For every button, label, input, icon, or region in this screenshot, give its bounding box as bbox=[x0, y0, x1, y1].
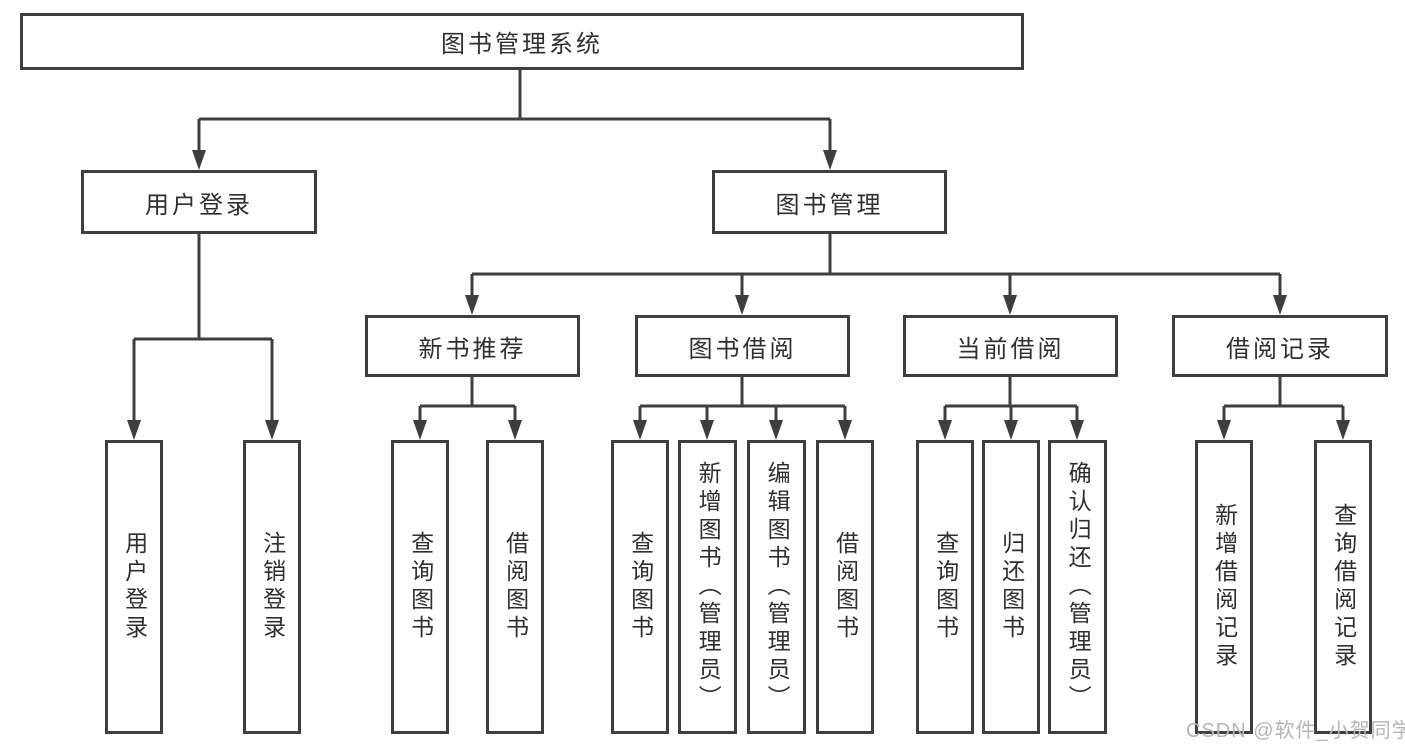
leaf-return-books: 归还图书 bbox=[982, 440, 1040, 734]
node-book-borrowing: 图书借阅 bbox=[635, 315, 850, 377]
node-new-book-recommendation: 新书推荐 bbox=[365, 315, 580, 377]
node-label: 查询图书 bbox=[932, 531, 959, 643]
leaf-query-books-borrow: 查询图书 bbox=[611, 440, 669, 734]
node-borrowing-records: 借阅记录 bbox=[1172, 315, 1388, 377]
leaf-add-borrow-record: 新增借阅记录 bbox=[1195, 440, 1253, 734]
leaf-add-book-admin: 新增图书（管理员） bbox=[678, 440, 737, 734]
node-label: 借阅图书 bbox=[502, 531, 529, 643]
node-label: 用户登录 bbox=[145, 191, 253, 219]
node-label: 新增借阅记录 bbox=[1211, 503, 1238, 671]
leaf-borrow-books: 借阅图书 bbox=[816, 440, 874, 734]
node-current-borrowing: 当前借阅 bbox=[903, 315, 1118, 377]
arrowheads bbox=[127, 150, 1350, 440]
node-label: 借阅记录 bbox=[1226, 335, 1334, 363]
edge-records-to-leaves bbox=[1222, 377, 1345, 422]
leaf-user-login: 用户登录 bbox=[105, 440, 163, 734]
node-label: 编辑图书（管理员） bbox=[764, 461, 791, 713]
node-label: 归还图书 bbox=[998, 531, 1025, 643]
node-label: 查询图书 bbox=[627, 531, 654, 643]
edge-bookmgmt-to-level2 bbox=[470, 234, 1282, 297]
leaf-logout: 注销登录 bbox=[243, 440, 301, 734]
node-label: 确认归还（管理员） bbox=[1065, 461, 1092, 713]
node-label: 查询借阅记录 bbox=[1330, 503, 1357, 671]
edge-newbooks-to-leaves bbox=[418, 377, 517, 422]
edge-userlogin-to-leaves bbox=[132, 234, 274, 422]
node-label: 注销登录 bbox=[259, 531, 286, 643]
node-label: 新增图书（管理员） bbox=[695, 461, 722, 713]
node-book-management: 图书管理 bbox=[712, 170, 947, 234]
leaf-borrow-books-recommend: 借阅图书 bbox=[486, 440, 544, 734]
node-label: 图书管理系统 bbox=[441, 31, 603, 58]
leaf-confirm-return-admin: 确认归还（管理员） bbox=[1048, 440, 1107, 734]
leaf-query-books-current: 查询图书 bbox=[916, 440, 974, 734]
leaf-edit-book-admin: 编辑图书（管理员） bbox=[747, 440, 806, 734]
leaf-query-borrow-record: 查询借阅记录 bbox=[1314, 440, 1372, 734]
node-label: 图书管理 bbox=[775, 191, 884, 219]
edge-root-to-level1 bbox=[197, 70, 832, 152]
node-label: 查询图书 bbox=[407, 531, 434, 643]
node-label: 当前借阅 bbox=[956, 335, 1065, 363]
node-label: 新书推荐 bbox=[418, 335, 527, 363]
node-label: 用户登录 bbox=[121, 531, 148, 643]
node-label: 图书借阅 bbox=[688, 335, 797, 363]
node-label: 借阅图书 bbox=[832, 531, 859, 643]
csdn-watermark: CSDN @软件_小贺同学 bbox=[1186, 720, 1405, 742]
leaf-query-books-recommend: 查询图书 bbox=[391, 440, 449, 734]
node-library-management-system: 图书管理系统 bbox=[20, 13, 1024, 70]
edge-currentborrow-to-leaves bbox=[943, 377, 1079, 422]
edge-bookborrow-to-leaves bbox=[638, 377, 847, 422]
node-user-login: 用户登录 bbox=[81, 170, 317, 234]
